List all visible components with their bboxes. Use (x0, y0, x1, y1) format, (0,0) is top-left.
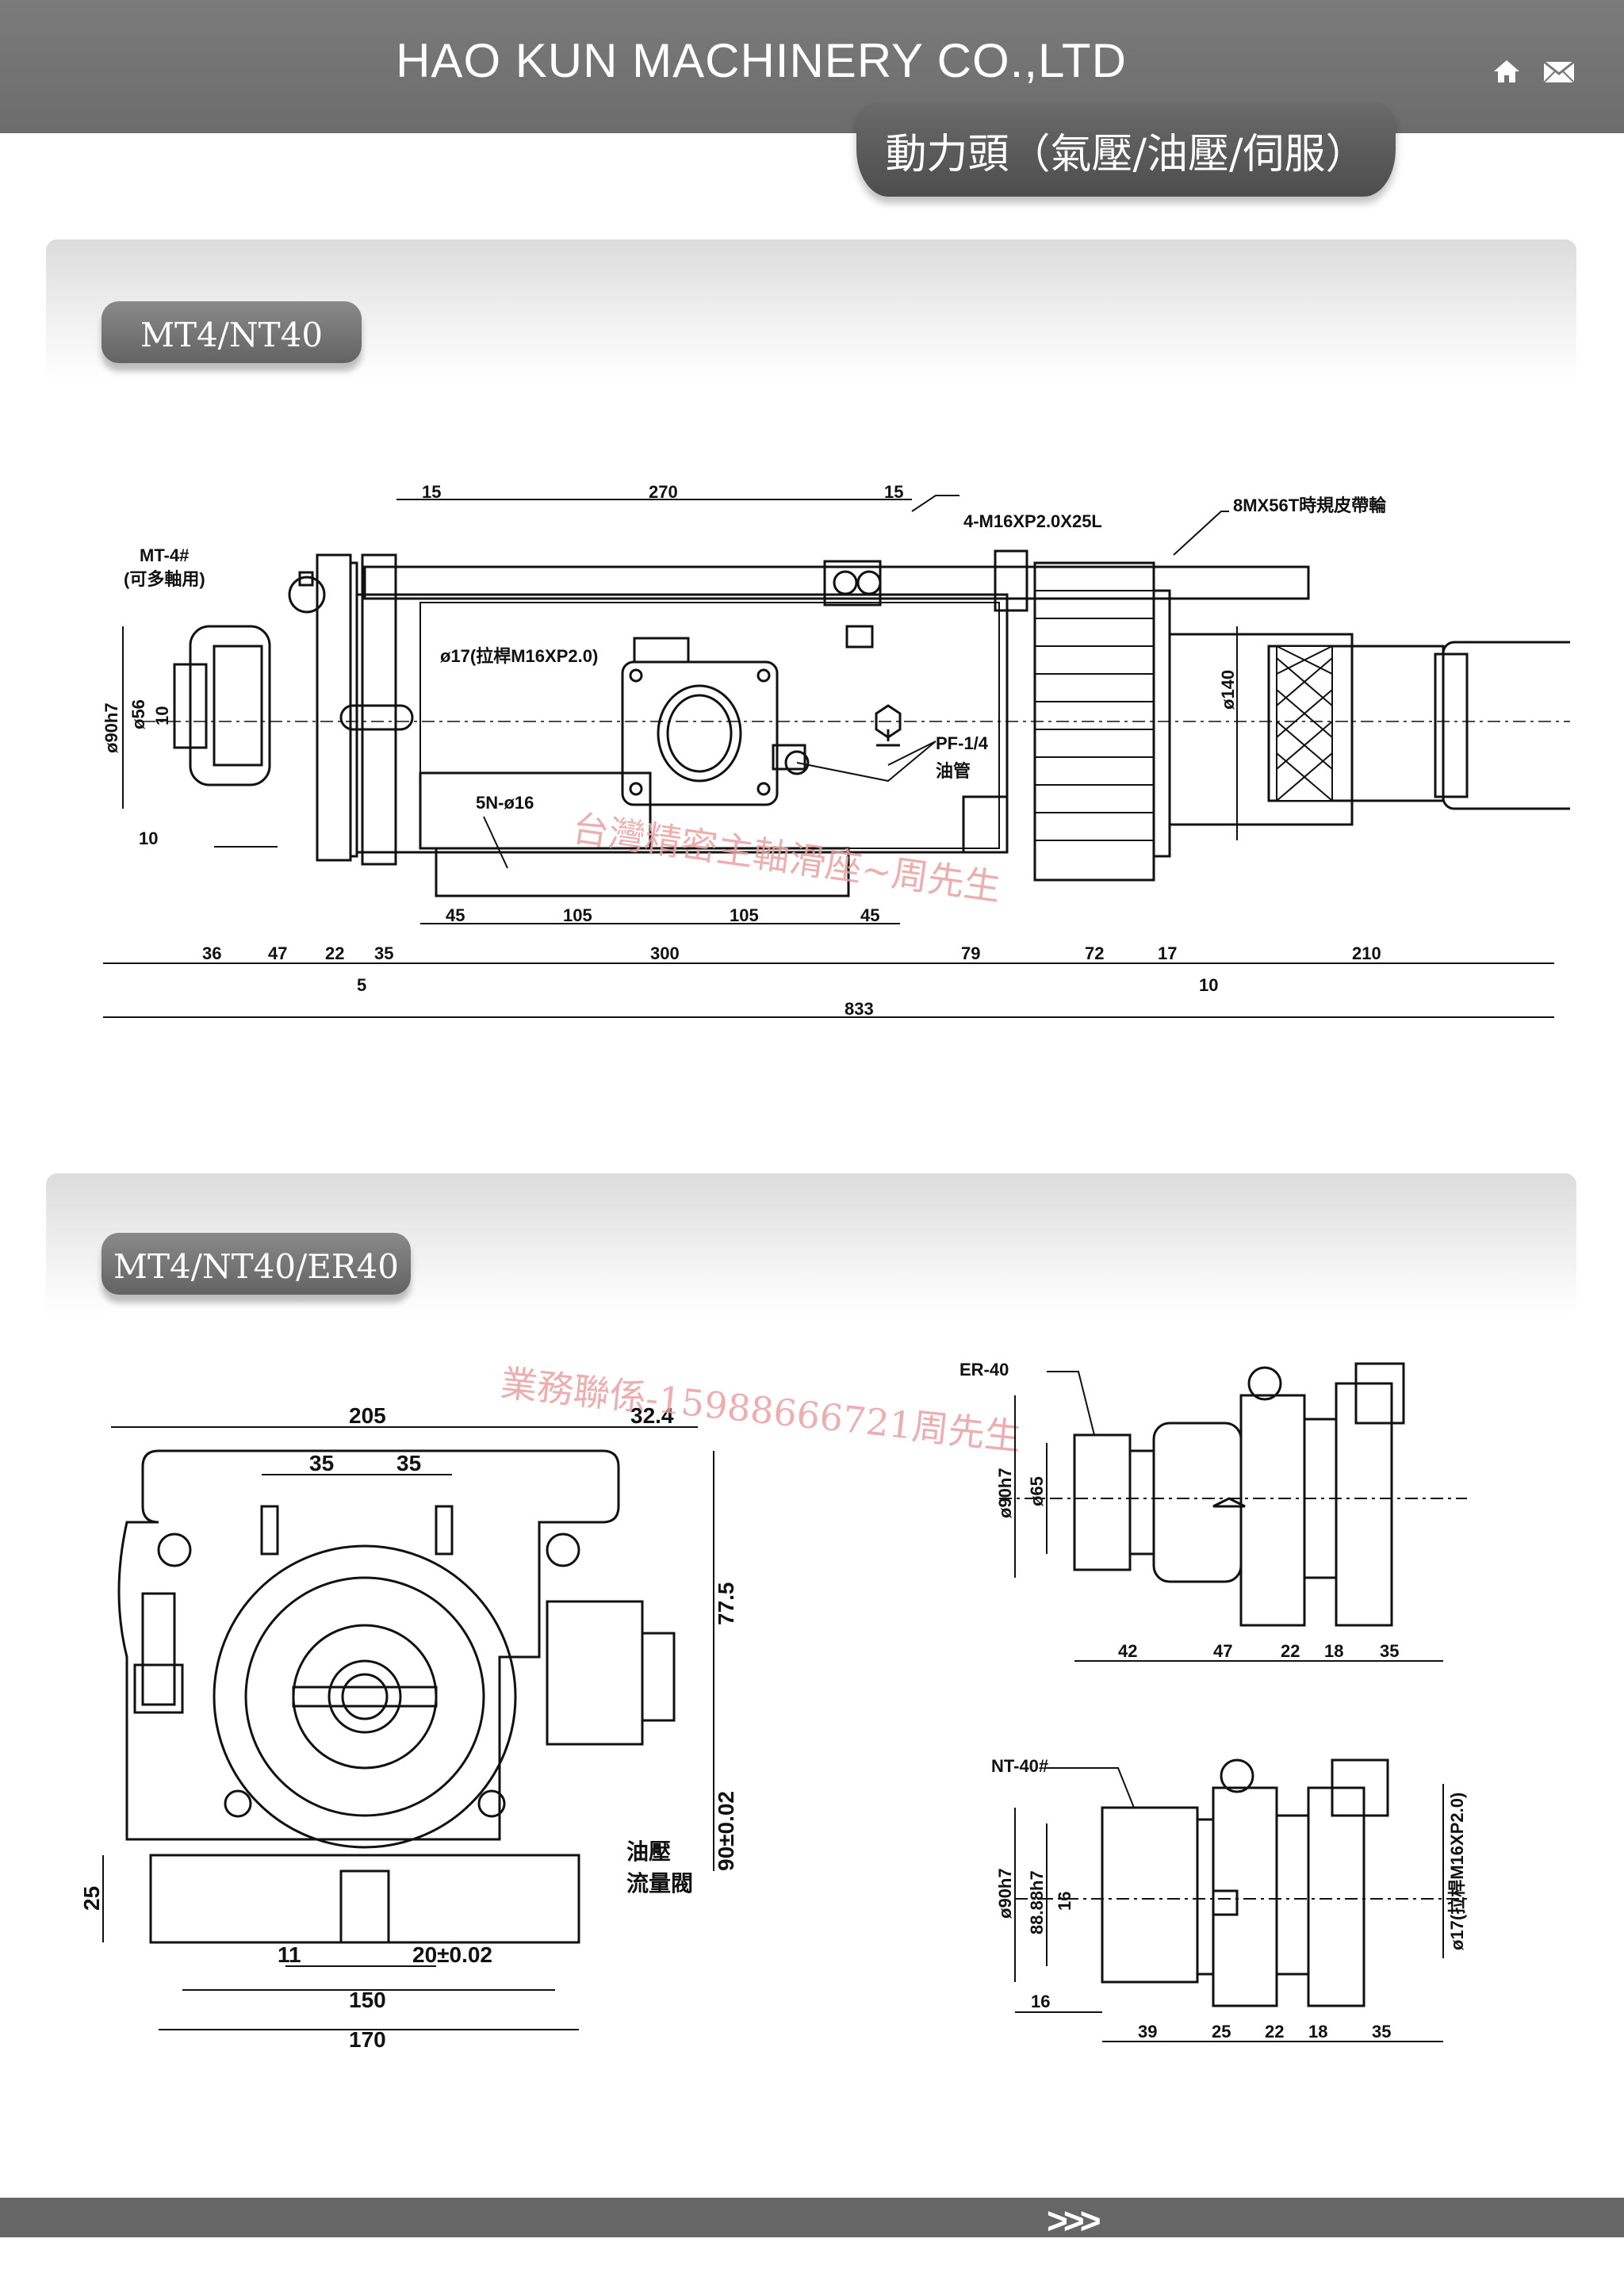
drawing-front-view: 205 32.4 35 35 77.5 90±0.02 25 11 20±0.0… (79, 1403, 738, 2052)
footer-bar (0, 2198, 1624, 2237)
front-dim-11: 11 (278, 1942, 301, 1967)
dim-row-47: 47 (268, 943, 287, 963)
front-dim-170: 170 (349, 2027, 386, 2052)
company-name: HAO KUN MACHINERY CO.,LTD (396, 34, 1127, 87)
section2-title-tab: MT4/NT40/ER40 (102, 1233, 411, 1295)
category-tab-label: 動力頭（氣壓/油壓/伺服） (885, 131, 1367, 178)
drawing-side-view: MT-4# (可多軸用) 4-M16XP2.0X25L 8MX56T時規皮帶輪 … (102, 482, 1570, 1019)
er40-label: ER-40 (959, 1360, 1009, 1380)
label-d10: 10 (152, 706, 172, 725)
dim-misc-10b: 10 (1199, 975, 1218, 995)
label-drawbar: ø17(拉桿M16XP2.0) (440, 646, 598, 666)
nt40-dim-22: 22 (1265, 2022, 1284, 2042)
dim-row-300: 300 (650, 943, 680, 963)
dim-row-36: 36 (202, 943, 221, 963)
nt40-label: NT-40# (991, 1756, 1048, 1776)
dim-misc-5: 5 (357, 975, 366, 995)
front-dim-32: 32.4 (630, 1403, 674, 1428)
label-pulley: 8MX56T時規皮帶輪 (1233, 496, 1387, 515)
nt40-dim-25: 25 (1212, 2022, 1231, 2042)
label-d90: ø90h7 (102, 702, 121, 753)
label-pf: PF-1/4 (936, 733, 989, 753)
nt40-drawbar: ø17(拉桿M16XP2.0) (1447, 1793, 1467, 1950)
dim-row-72: 72 (1085, 943, 1104, 963)
er40-dim-22: 22 (1281, 1641, 1300, 1661)
drawing-nt40-view: NT-40# ø90h7 88.88h7 16 16 ø17(拉桿M16XP2.… (991, 1756, 1467, 2042)
category-tab[interactable]: 動力頭（氣壓/油壓/伺服） (856, 103, 1396, 197)
mail-icon[interactable] (1542, 55, 1576, 87)
er40-dim-47: 47 (1213, 1641, 1232, 1661)
label-d56: ø56 (128, 699, 148, 729)
front-dim-35a: 35 (309, 1451, 334, 1475)
dim-row-17: 17 (1158, 943, 1177, 963)
front-valve-label-2: 流量閥 (626, 1871, 693, 1896)
section2-title: MT4/NT40/ER40 (113, 1247, 399, 1286)
front-dim-205: 205 (349, 1403, 386, 1428)
label-d140: ø140 (1218, 670, 1238, 710)
dim-row-35: 35 (374, 943, 393, 963)
label-holes: 5N-ø16 (476, 793, 534, 813)
dim-row-210: 210 (1352, 943, 1381, 963)
front-dim-20: 20±0.02 (412, 1942, 492, 1967)
dim-mid-45a: 45 (446, 905, 465, 925)
nt40-dim-18: 18 (1308, 2022, 1327, 2042)
nt40-d88: 88.88h7 (1027, 1870, 1047, 1934)
nt40-d90: ø90h7 (995, 1868, 1015, 1919)
dim-top-15b: 15 (884, 482, 903, 502)
nt40-d16v: 16 (1055, 1892, 1074, 1911)
dim-top-15a: 15 (422, 482, 441, 502)
er40-d90: ø90h7 (995, 1468, 1015, 1518)
front-dim-90: 90±0.02 (714, 1791, 738, 1871)
er40-dim-18: 18 (1324, 1641, 1343, 1661)
dim-mid-105b: 105 (730, 905, 759, 925)
watermark-2-layer: 業務聯係-15988666721周先生 (499, 1361, 1024, 1459)
front-dim-35b: 35 (396, 1451, 421, 1475)
label-mt4: MT-4# (140, 545, 189, 565)
section1-title-tab: MT4/NT40 (102, 301, 362, 363)
dim-mid-105a: 105 (563, 905, 592, 925)
drawing-er40-view: ER-40 ø90h7 ø65 42 47 22 18 35 (959, 1360, 1467, 1662)
nt40-dim-39: 39 (1138, 2022, 1157, 2042)
home-icon[interactable] (1491, 55, 1522, 87)
label-bolts: 4-M16XP2.0X25L (963, 511, 1102, 531)
er40-dim-42: 42 (1118, 1641, 1137, 1661)
watermark-2: 業務聯係-15988666721周先生 (499, 1361, 1024, 1459)
er40-d65: ø65 (1027, 1476, 1047, 1506)
dim-top-270: 270 (649, 482, 678, 502)
dim-mid-45b: 45 (860, 905, 879, 925)
label-oil-pipe: 油管 (936, 761, 971, 781)
label-mt4-sub: (可多軸用) (124, 569, 205, 589)
dim-row-79: 79 (961, 943, 980, 963)
er40-dim-35: 35 (1380, 1641, 1399, 1661)
section1-title: MT4/NT40 (140, 316, 324, 354)
header-bar: HAO KUN MACHINERY CO.,LTD (0, 0, 1624, 133)
dim-row-22: 22 (325, 943, 344, 963)
header-icons (1491, 55, 1576, 87)
nt40-dim-35: 35 (1372, 2022, 1391, 2042)
next-page-arrows[interactable]: >>> (1047, 2200, 1101, 2241)
front-dim-25: 25 (79, 1886, 104, 1911)
watermark-1: 台灣精密主軸滑座~周先生 (569, 806, 1003, 909)
front-dim-150: 150 (349, 1988, 386, 2012)
front-valve-label-1: 油壓 (626, 1839, 671, 1864)
front-dim-77: 77.5 (714, 1582, 738, 1626)
dim-misc-10a: 10 (139, 828, 158, 848)
dim-overall: 833 (845, 999, 874, 1019)
nt40-d16h: 16 (1031, 1992, 1050, 2011)
